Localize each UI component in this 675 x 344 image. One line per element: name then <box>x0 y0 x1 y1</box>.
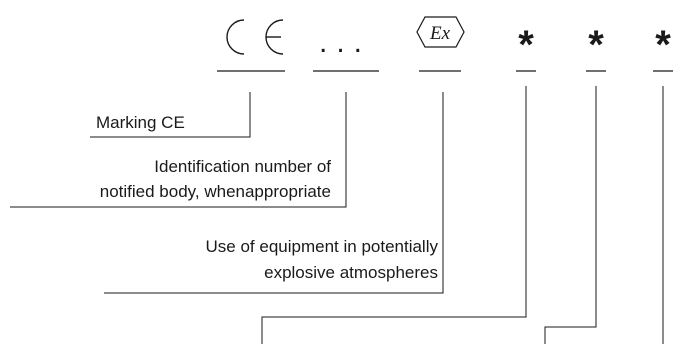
leader-explosive <box>104 92 444 294</box>
ex-symbol: Ex <box>429 23 451 44</box>
label-notified-body-line2: notified body, whenappropriate <box>99 182 331 201</box>
asterisk-1: * <box>518 23 534 67</box>
leader-ce <box>90 92 251 138</box>
label-explosive-line1: Use of equipment in potentially <box>205 237 438 256</box>
leader-star-2 <box>544 86 597 344</box>
label-notified-body-line1: Identification number of <box>154 157 331 176</box>
ce-mark-c <box>226 19 245 55</box>
asterisk-2: * <box>588 23 604 67</box>
leader-lines <box>10 86 664 344</box>
ex-hexagon-icon <box>416 16 465 48</box>
leader-notified-body <box>10 92 347 208</box>
ce-mark <box>226 19 284 55</box>
asterisk-3: * <box>655 23 671 67</box>
leader-star-1 <box>261 86 527 344</box>
label-marking-ce: Marking CE <box>96 113 185 132</box>
notified-body-dots: ... <box>319 26 371 59</box>
label-explosive-line2: explosive atmospheres <box>264 263 438 282</box>
